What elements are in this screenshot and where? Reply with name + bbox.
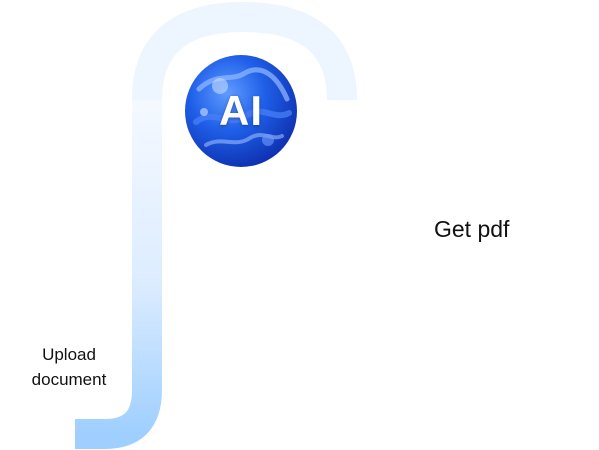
ai-orb-highlight	[212, 78, 228, 94]
upload-label-line-1: Upload	[42, 345, 96, 364]
upload-label-line-2: document	[31, 370, 107, 389]
get-pdf-label: Get pdf	[434, 216, 510, 242]
ai-orb-highlight	[200, 108, 208, 116]
ai-badge-label: AI	[219, 87, 263, 134]
upload-document-label: Upload document	[14, 342, 124, 392]
ai-orb	[185, 55, 297, 167]
ai-orb-texture	[193, 108, 292, 125]
flow-path-arch-segment	[132, 1, 357, 101]
flow-path-left-segment	[75, 100, 162, 449]
ai-orb-texture	[204, 133, 284, 147]
ai-orb-texture	[196, 67, 290, 102]
ai-orb-highlight	[262, 134, 274, 146]
flow-path	[75, 1, 357, 449]
